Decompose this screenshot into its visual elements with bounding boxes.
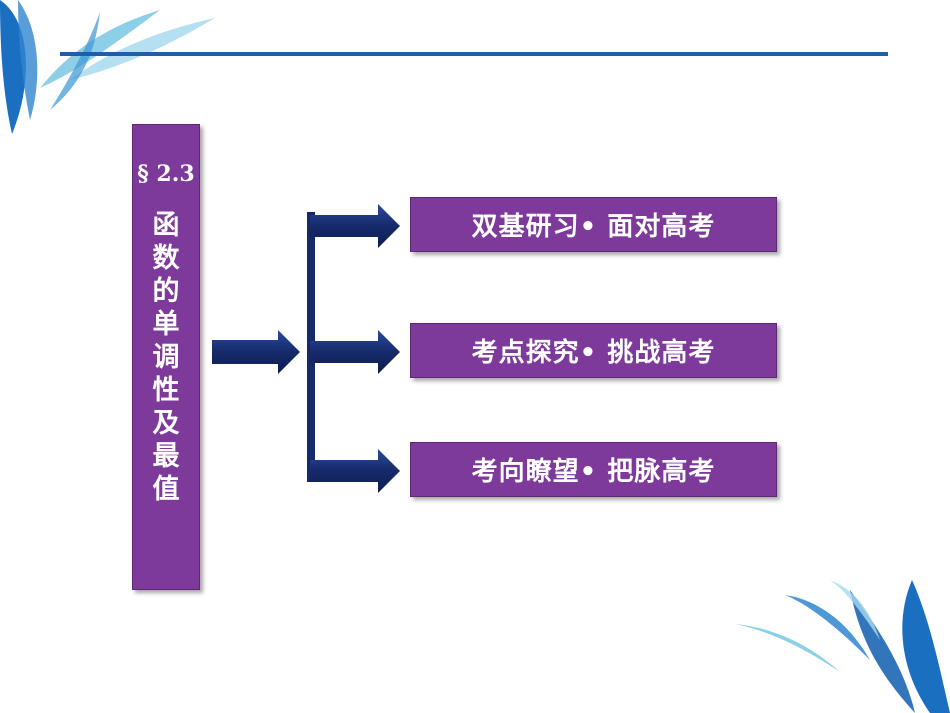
branch-arrow-3 [310,449,400,493]
branch-arrow-2 [310,330,400,374]
item-box-1[interactable]: 双基研习• 面对高考 [410,197,777,252]
section-number: § 2.3 [137,161,195,187]
item-label-2: 考点探究• 挑战高考 [471,338,716,368]
main-arrow [212,330,300,374]
leaf-shape [902,580,950,713]
leaf-shape [70,18,215,80]
item-label-3: 考向瞭望• 把脉高考 [471,457,716,487]
item-label-1: 双基研习• 面对高考 [471,212,716,242]
branch-arrow-1 [310,204,400,248]
leaf-shape [850,590,915,713]
item-box-2[interactable]: 考点探究• 挑战高考 [410,323,777,378]
leaf-shape [18,0,38,120]
header-rule [60,52,888,56]
item-box-3[interactable]: 考向瞭望• 把脉高考 [410,442,777,497]
section-title: 函数的单调性及最值 [152,210,180,505]
leaf-shape [40,10,160,88]
section-title-box: § 2.3 函数的单调性及最值 [132,124,200,590]
